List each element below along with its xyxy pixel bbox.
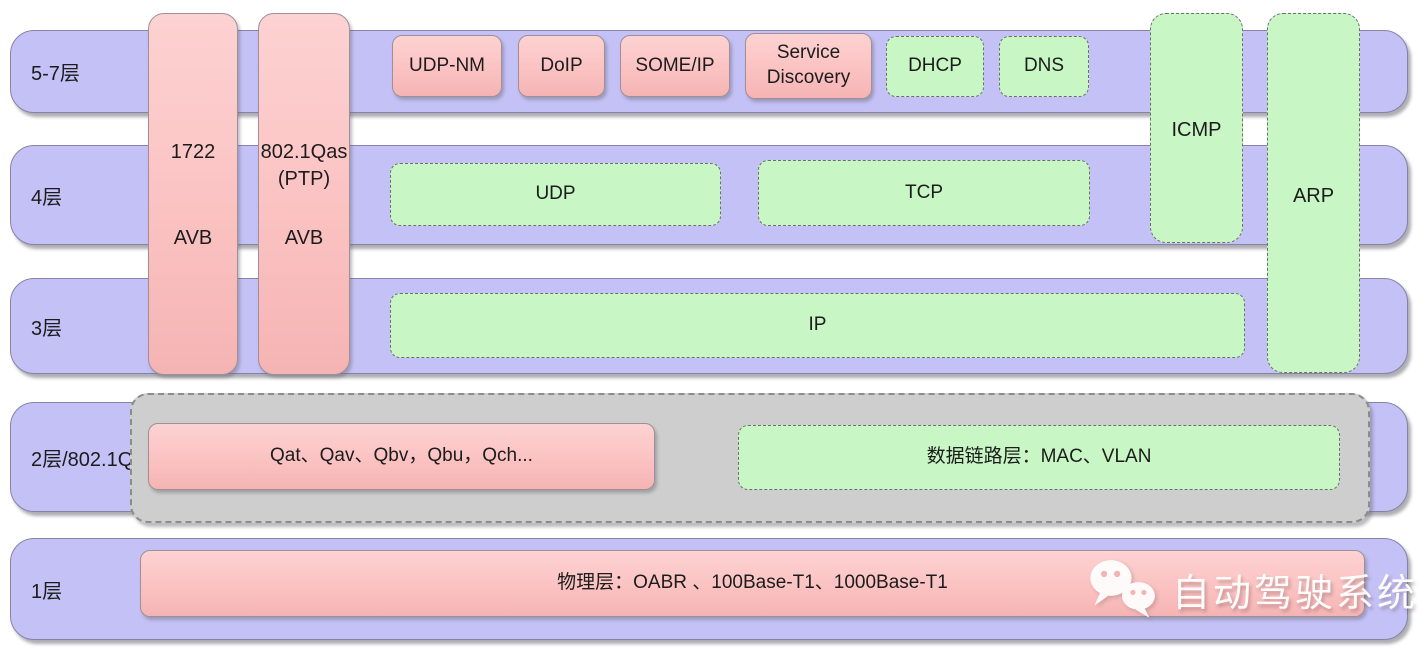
column-qas-ptp: (PTP): [277, 168, 331, 190]
protocol-box-dhcp: DHCP: [886, 36, 984, 97]
column-arp: ARP: [1267, 13, 1360, 373]
protocol-label-someip: SOME/IP: [635, 54, 715, 76]
protocol-label-tsn-shapers: Qat、Qav、Qbv，Qbu，Qch...: [270, 445, 533, 467]
protocol-box-tsn-shapers: Qat、Qav、Qbv，Qbu，Qch...: [148, 423, 655, 490]
watermark: 自动驾驶系统: [1086, 556, 1418, 622]
protocol-label-physical: 物理层：OABR 、100Base-T1、1000Base-T1: [557, 572, 948, 594]
column-qas-sub: AVB: [284, 227, 324, 249]
layer-label-5-7: 5-7层: [31, 63, 80, 85]
column-1722-avb: 1722 AVB: [148, 13, 238, 375]
protocol-box-physical: 物理层：OABR 、100Base-T1、1000Base-T1: [140, 550, 1365, 617]
protocol-label-service-discovery: Service Discovery: [766, 42, 851, 88]
protocol-label-udp-nm: UDP-NM: [409, 54, 485, 76]
protocol-box-someip: SOME/IP: [620, 35, 730, 97]
protocol-box-service-discovery: Service Discovery: [745, 33, 872, 99]
layer-label-3: 3层: [31, 317, 63, 340]
column-1722-sub: AVB: [173, 227, 213, 249]
protocol-box-doip: DoIP: [518, 35, 605, 97]
protocol-label-dns: DNS: [1023, 55, 1065, 77]
column-qas-title: 802.1Qas: [260, 141, 348, 163]
protocol-box-udp: UDP: [390, 163, 721, 226]
column-arp-label: ARP: [1292, 185, 1335, 207]
protocol-box-tcp: TCP: [758, 160, 1090, 226]
protocol-label-udp: UDP: [535, 183, 576, 205]
wechat-icon: [1090, 560, 1155, 618]
protocol-box-udp-nm: UDP-NM: [392, 35, 502, 97]
watermark-text: 自动驾驶系统: [1172, 572, 1419, 615]
layer-label-2: 2层/802.1Q: [31, 448, 134, 471]
protocol-label-mac-vlan: 数据链路层：MAC、VLAN: [926, 446, 1152, 468]
protocol-label-tcp: TCP: [905, 181, 943, 203]
layer-label-4: 4层: [31, 186, 63, 209]
protocol-box-ip: IP: [390, 293, 1245, 358]
protocol-box-dns: DNS: [999, 36, 1089, 97]
column-8021qas-avb: 802.1Qas (PTP) AVB: [258, 13, 350, 375]
protocol-box-mac-vlan: 数据链路层：MAC、VLAN: [738, 425, 1340, 490]
layer-label-1: 1层: [31, 580, 63, 603]
protocol-label-doip: DoIP: [540, 54, 583, 76]
column-1722-title: 1722: [170, 141, 216, 163]
column-icmp: ICMP: [1150, 13, 1243, 243]
protocol-label-dhcp: DHCP: [908, 55, 962, 77]
protocol-label-ip: IP: [808, 314, 827, 336]
column-icmp-label: ICMP: [1171, 119, 1222, 141]
